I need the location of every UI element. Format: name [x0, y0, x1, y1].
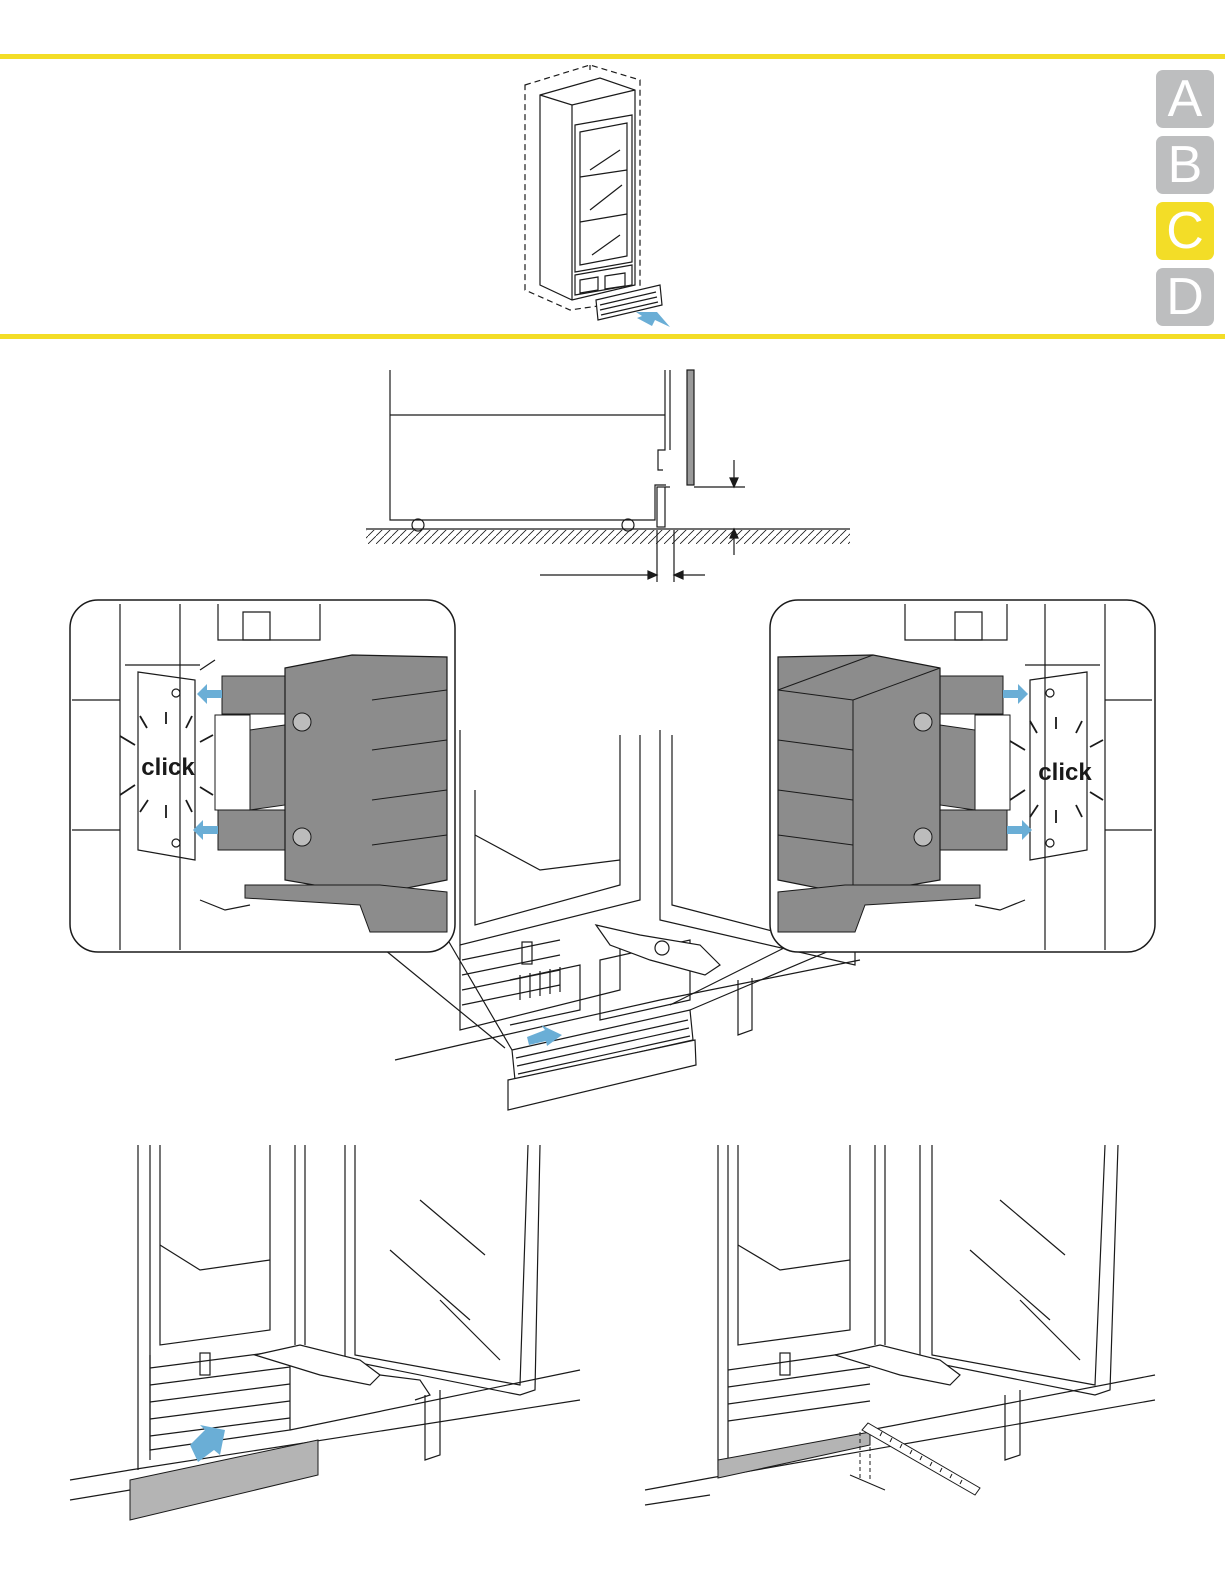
click-label-right: click: [1038, 759, 1092, 786]
callout-right: click: [770, 600, 1155, 952]
bottom-left-figure: [70, 1145, 580, 1500]
kickplate-installed: [718, 1432, 870, 1478]
kickplate-panel: [130, 1440, 318, 1520]
click-label-left: click: [141, 754, 195, 781]
appliance-overview-figure: [525, 65, 662, 320]
arrow-icon: [636, 312, 670, 327]
callout-left: click: [70, 600, 455, 952]
cross-section-drawing: [366, 370, 850, 582]
